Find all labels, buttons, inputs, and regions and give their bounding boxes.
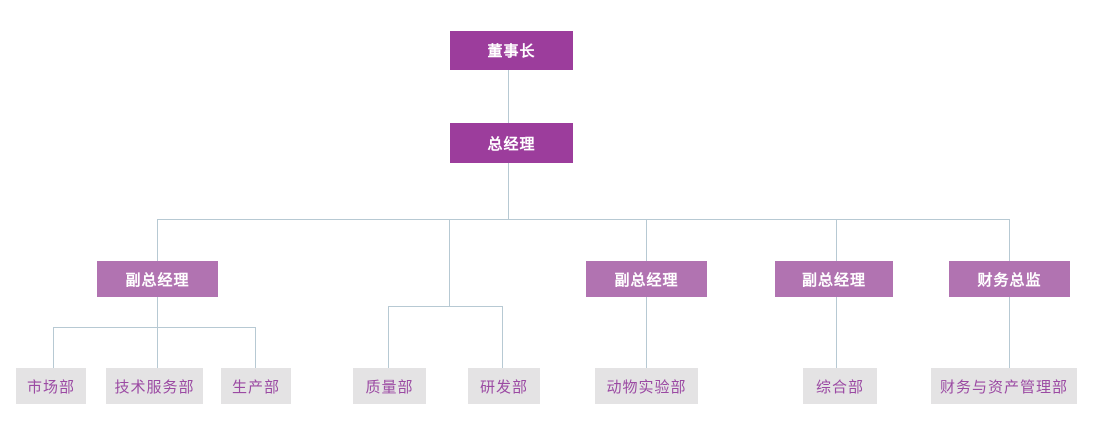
org-node-quality-dept: 质量部 — [353, 368, 426, 404]
connector-rail-mid-branch — [449, 219, 450, 306]
connector-rail-deputy-gm-1 — [157, 219, 158, 261]
connector-left-tech-service — [157, 327, 158, 368]
connector-left-production — [255, 327, 256, 368]
connector-rail-deputy-gm-2 — [646, 219, 647, 261]
connector-mid-rail — [388, 306, 503, 307]
connector-rail-deputy-gm-3 — [836, 219, 837, 261]
org-node-production-dept: 生产部 — [221, 368, 291, 404]
org-node-finance-asset-dept: 财务与资产管理部 — [931, 368, 1077, 404]
connector-rail-finance-director — [1009, 219, 1010, 261]
org-node-general-affairs-dept: 综合部 — [803, 368, 877, 404]
connector-left-marketing — [53, 327, 54, 368]
connector-main-rail — [157, 219, 1010, 220]
connector-deputy3-general-affairs — [836, 297, 837, 368]
org-node-deputy-gm-1: 副总经理 — [97, 261, 218, 297]
org-node-tech-service-dept: 技术服务部 — [106, 368, 203, 404]
connector-mid-rnd — [502, 306, 503, 368]
org-node-finance-director: 财务总监 — [949, 261, 1070, 297]
org-node-rnd-dept: 研发部 — [468, 368, 540, 404]
connector-left-rail — [53, 327, 256, 328]
connector-chairman-gm — [508, 70, 509, 123]
connector-deputy1-rail — [157, 297, 158, 327]
org-node-animal-lab-dept: 动物实验部 — [595, 368, 698, 404]
connector-deputy2-animal-lab — [646, 297, 647, 368]
org-node-deputy-gm-2: 副总经理 — [586, 261, 707, 297]
org-node-general-manager: 总经理 — [450, 123, 573, 163]
org-node-chairman: 董事长 — [450, 31, 573, 70]
connector-mid-quality — [388, 306, 389, 368]
org-node-deputy-gm-3: 副总经理 — [775, 261, 893, 297]
org-node-marketing-dept: 市场部 — [16, 368, 86, 404]
connector-gm-rail — [508, 163, 509, 219]
connector-fd-finance-asset — [1009, 297, 1010, 368]
